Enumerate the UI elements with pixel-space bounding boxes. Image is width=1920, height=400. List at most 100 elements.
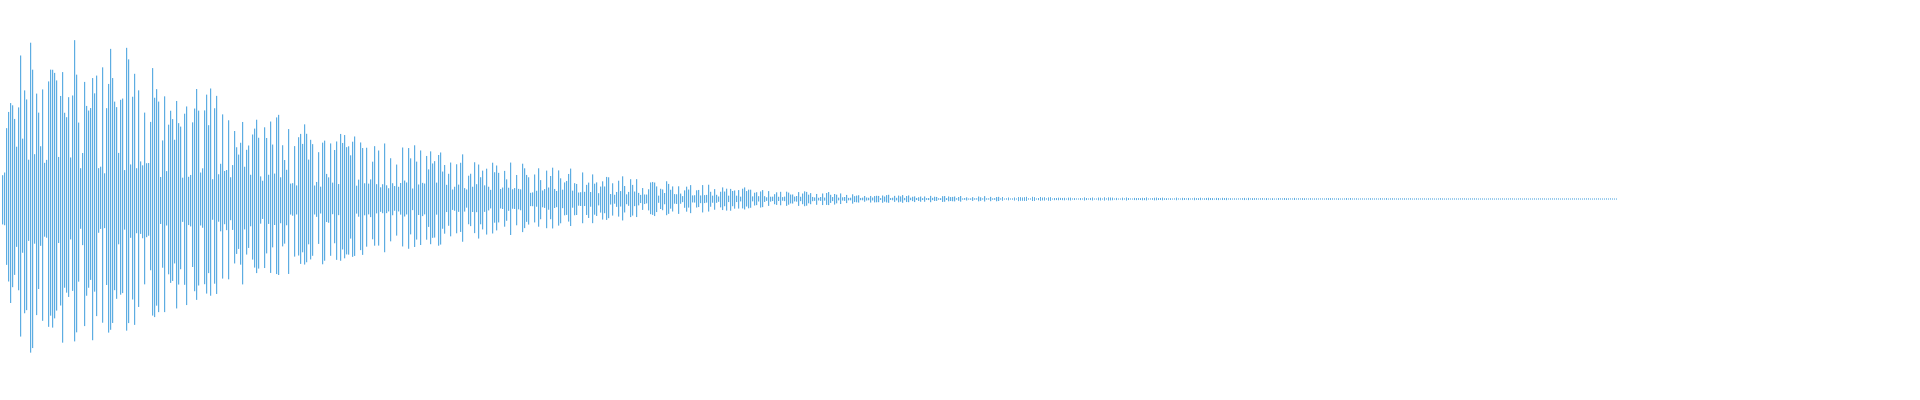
waveform-sample-bar [88, 110, 90, 288]
waveform-sample-bar [432, 163, 434, 238]
waveform-sample-bar [1240, 198, 1241, 200]
waveform-sample-bar [624, 186, 626, 213]
waveform-sample-bar [666, 181, 668, 216]
waveform-sample-bar [1476, 198, 1477, 200]
waveform-sample-bar [230, 177, 232, 221]
waveform-sample-bar [548, 187, 550, 210]
waveform-sample-bar [964, 198, 966, 200]
waveform-sample-bar [78, 122, 80, 282]
waveform-sample-bar [1220, 198, 1221, 200]
waveform-sample-bar [814, 197, 816, 201]
waveform-sample-bar [416, 161, 418, 240]
waveform-sample-bar [1078, 198, 1079, 200]
waveform-sample-bar [720, 191, 722, 208]
waveform-sample-bar [278, 114, 280, 275]
waveform-sample-bar [276, 117, 278, 275]
waveform-sample-bar [838, 197, 840, 201]
waveform-sample-bar [274, 173, 276, 226]
waveform-sample-bar [388, 188, 390, 212]
waveform-sample-bar [808, 194, 810, 204]
waveform-sample-bar [30, 42, 32, 353]
waveform-sample-bar [132, 96, 134, 300]
waveform-sample-bar [382, 184, 384, 214]
waveform-sample-bar [1454, 198, 1455, 200]
waveform-sample-bar [1582, 198, 1583, 200]
waveform-sample-bar [1280, 198, 1281, 200]
waveform-sample-bar [184, 113, 186, 285]
waveform-sample-bar [1238, 198, 1239, 200]
waveform-sample-bar [810, 193, 812, 205]
waveform-sample-bar [896, 197, 898, 201]
waveform-sample-bar [1586, 198, 1587, 200]
waveform-sample-bar [570, 168, 572, 227]
waveform-sample-bar [802, 193, 804, 205]
waveform-sample-bar [492, 162, 494, 234]
waveform-sample-bar [1500, 198, 1501, 200]
waveform-sample-bar [956, 198, 958, 200]
waveform-sample-bar [922, 198, 924, 201]
waveform-sample-bar [986, 198, 988, 200]
waveform-sample-bar [152, 68, 154, 316]
waveform-sample-bar [1522, 198, 1523, 200]
waveform-sample-bar [632, 184, 634, 216]
waveform-sample-bar [1418, 198, 1419, 200]
waveform-sample-bar [1080, 198, 1081, 201]
waveform-sample-bar [872, 197, 874, 201]
waveform-sample-bar [552, 167, 554, 229]
waveform-sample-bar [514, 188, 516, 209]
waveform-sample-bar [550, 175, 552, 220]
waveform-sample-bar [650, 182, 652, 215]
waveform-sample-bar [1060, 197, 1061, 201]
waveform-sample-bar [1580, 198, 1581, 200]
waveform-sample-bar [644, 194, 646, 205]
waveform-sample-bar [1122, 197, 1123, 201]
waveform-sample-bar [906, 196, 908, 203]
waveform-bars [2, 40, 1617, 353]
waveform-sample-bar [144, 112, 146, 285]
waveform-sample-bar [456, 164, 458, 234]
waveform-sample-bar [1114, 198, 1115, 200]
waveform-sample-bar [1246, 198, 1247, 200]
waveform-sample-bar [1368, 198, 1369, 200]
waveform-sample-bar [104, 173, 106, 229]
waveform-sample-bar [1604, 198, 1605, 200]
waveform-sample-bar [324, 140, 326, 261]
waveform-sample-bar [1576, 198, 1577, 200]
waveform-sample-bar [372, 161, 374, 240]
waveform-sample-bar [888, 194, 890, 203]
waveform-sample-bar [452, 189, 454, 210]
waveform-sample-bar [1100, 197, 1101, 201]
waveform-sample-bar [904, 197, 906, 201]
waveform-sample-bar [164, 96, 166, 313]
waveform-sample-bar [358, 179, 360, 217]
waveform-sample-bar [1430, 198, 1431, 200]
waveform-sample-bar [1324, 198, 1325, 200]
waveform-sample-bar [874, 196, 876, 203]
waveform-sample-bar [386, 185, 388, 214]
waveform-sample-bar [1006, 198, 1007, 200]
waveform-sample-bar [740, 196, 742, 202]
waveform-sample-bar [1602, 198, 1603, 200]
waveform-sample-bar [616, 191, 618, 207]
waveform-sample-bar [378, 150, 380, 246]
waveform-sample-bar [732, 191, 734, 207]
waveform-sample-bar [768, 191, 770, 206]
waveform-sample-bar [498, 172, 500, 223]
waveform-sample-bar [304, 124, 306, 265]
waveform-sample-bar [186, 106, 188, 306]
waveform-sample-bar [1174, 198, 1175, 200]
waveform-sample-bar [142, 165, 144, 239]
waveform-sample-bar [50, 69, 52, 316]
waveform-sample-bar [192, 122, 194, 267]
waveform-sample-bar [1574, 198, 1575, 200]
waveform-sample-bar [1082, 198, 1083, 200]
waveform-sample-bar [1212, 198, 1213, 201]
waveform-sample-bar [1148, 198, 1149, 200]
waveform-sample-bar [1124, 198, 1125, 200]
waveform-sample-bar [1584, 198, 1585, 200]
waveform-sample-bar [864, 196, 866, 202]
waveform-sample-bar [294, 146, 296, 257]
waveform-sample-bar [1482, 198, 1483, 200]
waveform-sample-bar [40, 146, 42, 246]
